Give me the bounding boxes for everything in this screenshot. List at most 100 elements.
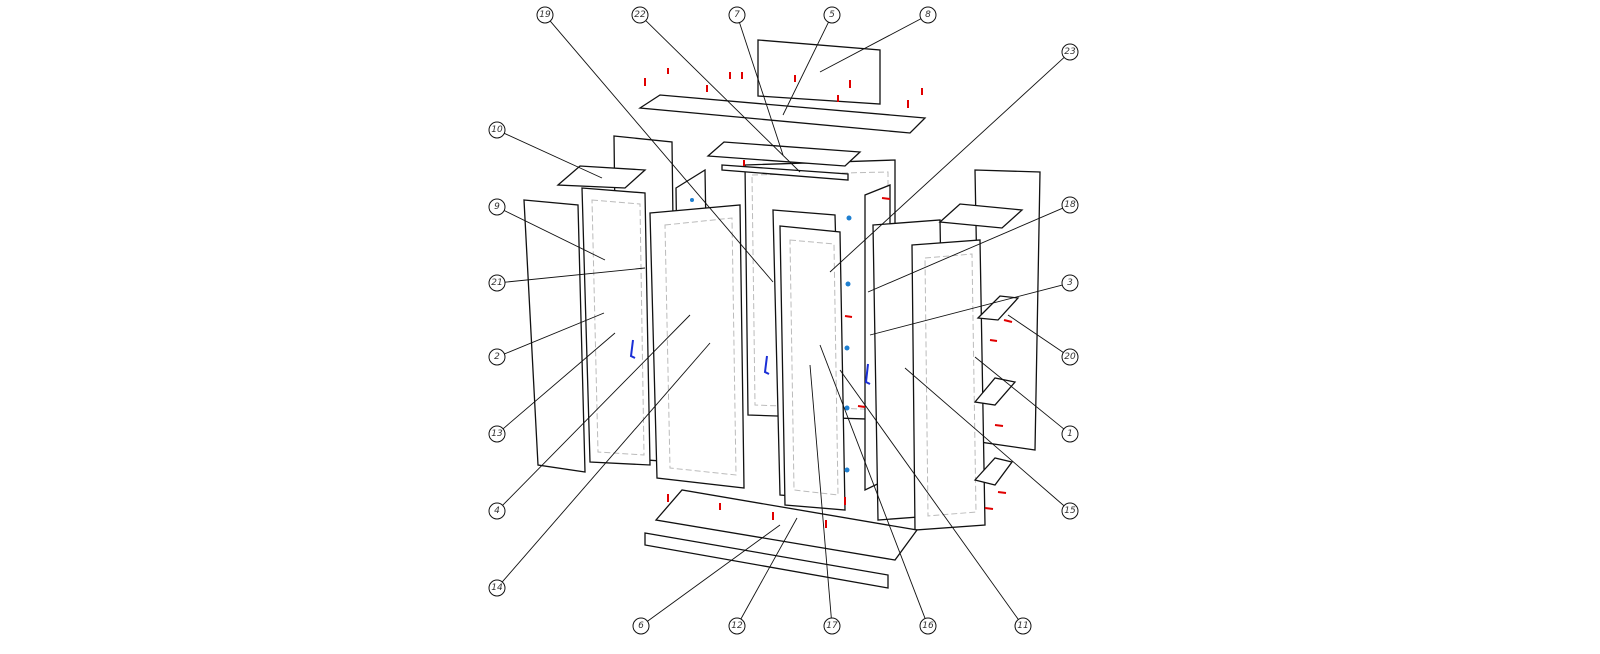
right-shelf-top xyxy=(938,203,1024,229)
callout-circle xyxy=(488,121,506,139)
callout-number: 23 xyxy=(1064,47,1076,57)
leader-line-15 xyxy=(904,367,1065,507)
hinge-mark xyxy=(846,215,852,221)
hinge-mark xyxy=(690,198,694,202)
leader-line-5 xyxy=(782,21,829,116)
callout-5: 5 xyxy=(823,6,841,24)
callout-number: 18 xyxy=(1064,200,1076,210)
callout-number: 14 xyxy=(491,583,503,593)
callout-circle xyxy=(823,6,841,24)
callout-circle xyxy=(919,617,937,635)
fastener-mark xyxy=(994,424,1004,427)
callout-number: 4 xyxy=(494,506,500,516)
callout-17: 17 xyxy=(823,617,841,635)
callout-3: 3 xyxy=(1061,274,1079,292)
callout-19: 19 xyxy=(536,6,554,24)
callout-number: 20 xyxy=(1064,352,1076,362)
callout-number: 17 xyxy=(826,621,838,631)
leader-line-4 xyxy=(502,314,691,506)
callout-number: 22 xyxy=(634,10,646,20)
leader-line-7 xyxy=(739,22,784,156)
callout-7: 7 xyxy=(728,6,746,24)
callout-number: 9 xyxy=(494,202,500,212)
leader-line-2 xyxy=(504,312,605,355)
leader-line-19 xyxy=(549,20,774,283)
callout-16: 16 xyxy=(919,617,937,635)
leader-line-10 xyxy=(504,132,603,179)
leader-line-3 xyxy=(869,284,1063,336)
callout-circle xyxy=(488,502,506,520)
fastener-mark xyxy=(997,491,1007,494)
leader-line-20 xyxy=(1007,314,1064,353)
bottom-shelf xyxy=(654,489,919,561)
right-door-hidden xyxy=(924,253,977,517)
left-side-panel xyxy=(523,199,586,473)
callout-circle xyxy=(632,617,650,635)
callout-circle xyxy=(728,617,746,635)
callout-10: 10 xyxy=(488,121,506,139)
hinge-mark xyxy=(845,281,851,287)
callout-9: 9 xyxy=(488,198,506,216)
leader-line-13 xyxy=(502,332,616,430)
middle-door-hidden xyxy=(789,239,839,496)
fastener-mark xyxy=(989,339,998,342)
callout-circle xyxy=(1061,43,1079,61)
callout-number: 2 xyxy=(494,352,500,362)
callout-number: 1 xyxy=(1067,429,1073,439)
left-small-shelf xyxy=(556,165,647,189)
callout-number: 21 xyxy=(491,278,502,288)
leader-line-21 xyxy=(504,267,646,283)
callout-circle xyxy=(536,6,554,24)
callout-number: 10 xyxy=(491,125,503,135)
right-door xyxy=(911,239,986,531)
callout-12: 12 xyxy=(728,617,746,635)
callout-15: 15 xyxy=(1061,502,1079,520)
callout-circle xyxy=(488,425,506,443)
callout-number: 19 xyxy=(539,10,551,20)
leader-line-14 xyxy=(501,342,711,583)
callout-number: 12 xyxy=(731,621,743,631)
fastener-mark xyxy=(984,507,994,510)
callout-8: 8 xyxy=(919,6,937,24)
leader-line-22 xyxy=(645,20,801,173)
callout-circle xyxy=(1061,196,1079,214)
fastener-mark xyxy=(881,197,891,200)
leader-line-23 xyxy=(829,57,1065,273)
leader-line-11 xyxy=(839,369,1019,620)
callout-22: 22 xyxy=(631,6,649,24)
callout-number: 15 xyxy=(1064,506,1076,516)
callout-21: 21 xyxy=(488,274,506,292)
callout-13: 13 xyxy=(488,425,506,443)
leader-line-18 xyxy=(867,207,1063,293)
callout-circle xyxy=(1014,617,1032,635)
callout-number: 7 xyxy=(734,10,740,20)
leader-line-8 xyxy=(819,18,922,73)
leader-line-12 xyxy=(740,517,798,620)
callout-circle xyxy=(488,579,506,597)
callout-number: 6 xyxy=(638,621,644,631)
callout-circle xyxy=(488,348,506,366)
top-rail xyxy=(721,164,849,181)
leader-lines xyxy=(501,18,1065,622)
hinge-mark xyxy=(844,467,850,473)
fastener-mark xyxy=(1003,319,1013,323)
handle-middle xyxy=(763,355,770,375)
callout-number: 13 xyxy=(491,429,503,439)
right-shelf-2 xyxy=(973,377,1017,406)
callout-14: 14 xyxy=(488,579,506,597)
callout-circle xyxy=(823,617,841,635)
callout-circle xyxy=(919,6,937,24)
callout-6: 6 xyxy=(632,617,650,635)
callout-circle xyxy=(1061,348,1079,366)
callout-circle xyxy=(1061,274,1079,292)
middle-door xyxy=(779,225,846,511)
top-shelf xyxy=(638,94,927,134)
small-top-panel xyxy=(706,141,862,167)
left-door xyxy=(649,204,745,489)
callout-circle xyxy=(728,6,746,24)
callout-1: 1 xyxy=(1061,425,1079,443)
callout-20: 20 xyxy=(1061,348,1079,366)
hinge-mark xyxy=(844,345,850,351)
